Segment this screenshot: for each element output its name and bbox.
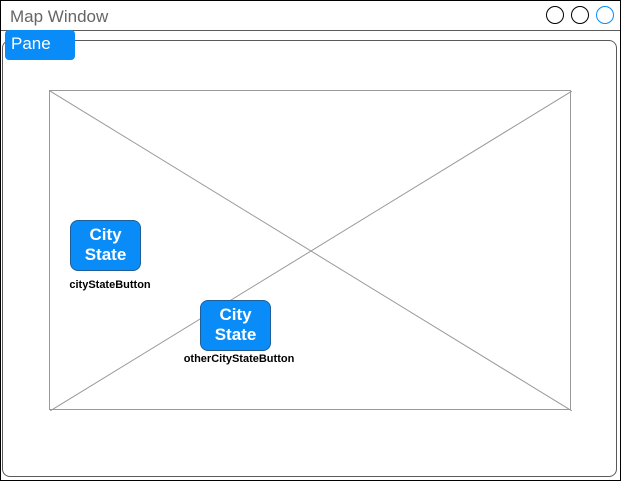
city-label: City	[89, 225, 122, 244]
title-bar: Map Window	[1, 1, 620, 31]
city-state-button-caption: cityStateButton	[69, 279, 151, 291]
window-control-button-3[interactable]	[596, 6, 614, 24]
window-control-button-2[interactable]	[571, 6, 589, 24]
state-label: State	[214, 325, 257, 344]
map-image-placeholder	[49, 90, 572, 411]
window-control-button-1[interactable]	[546, 6, 564, 24]
city-label: City	[219, 305, 252, 324]
city-state-button[interactable]: City State	[70, 220, 141, 271]
pane-container	[2, 40, 617, 477]
state-label: State	[84, 245, 127, 264]
other-city-state-button[interactable]: City State	[200, 300, 271, 351]
pane-tab[interactable]: Pane	[5, 30, 75, 60]
placeholder-cross-icon	[50, 91, 572, 411]
window-title: Map Window	[10, 7, 109, 26]
other-city-state-button-caption: otherCityStateButton	[183, 353, 295, 365]
